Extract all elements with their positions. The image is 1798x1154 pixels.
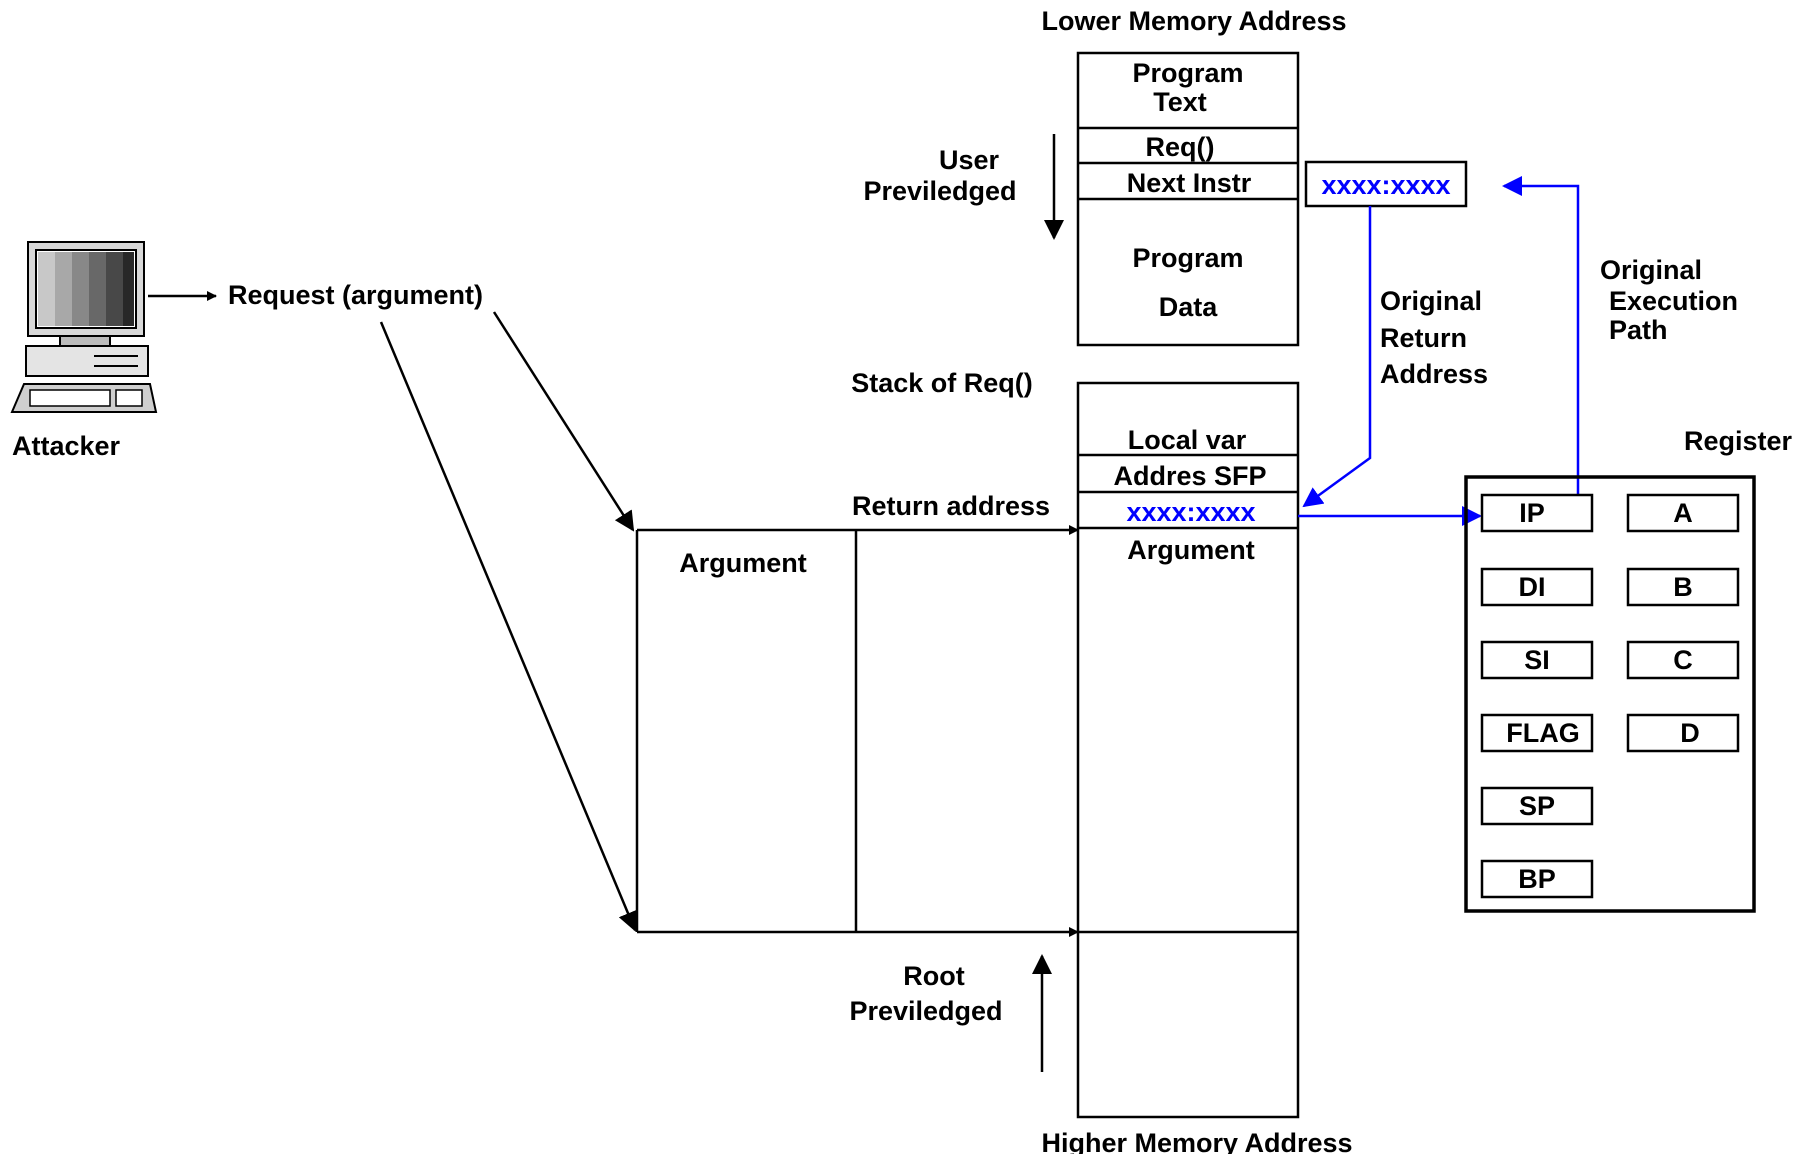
register-a (1626, 493, 1740, 533)
register-sp-label: SP (1519, 791, 1555, 821)
register-block (1464, 475, 1756, 913)
request-to-argument-top-arrow (492, 311, 635, 532)
next-instr-pointer-value: xxxx:xxxx (1321, 170, 1450, 200)
program-data-line2: Data (1159, 292, 1219, 322)
program-memory-block (1076, 51, 1300, 347)
register-ip-label: IP (1519, 498, 1545, 528)
orig-exec-line3: Path (1609, 315, 1668, 345)
next-instr-pointer-box (1304, 160, 1468, 208)
root-previledged-line2: Previledged (849, 996, 1002, 1026)
orig-return-line1: Original (1380, 286, 1482, 316)
register-d (1626, 713, 1740, 753)
register-cells: IP DI SI FLAG SP BP A B C D (1480, 493, 1740, 899)
attacker-label: Attacker (12, 431, 121, 461)
register-c (1626, 640, 1740, 680)
next-instr-label: Next Instr (1127, 168, 1252, 198)
req-label: Req() (1146, 132, 1215, 162)
register-d-label: D (1680, 718, 1700, 748)
register-di-label: DI (1519, 572, 1546, 602)
original-execution-path-arrow (1502, 176, 1580, 495)
argument-block-label: Argument (679, 548, 807, 578)
original-return-address-arrow (1302, 206, 1372, 508)
register-flag (1480, 713, 1594, 753)
program-data-line1: Program (1132, 243, 1243, 273)
user-previledged-line2: Previledged (863, 176, 1016, 206)
register-si (1480, 640, 1594, 680)
register-c-label: C (1673, 645, 1693, 675)
register-bp-label: BP (1518, 864, 1556, 894)
user-previledged-line1: User (939, 145, 1000, 175)
register-ip (1480, 493, 1594, 533)
computer-icon (10, 241, 158, 413)
stack-title: Stack of Req() (851, 368, 1033, 398)
stack-argument: Argument (1127, 535, 1255, 565)
register-di (1480, 567, 1594, 607)
request-to-argument-bottom-arrow (379, 321, 638, 932)
register-sp (1480, 786, 1594, 826)
orig-exec-line2: Execution (1609, 286, 1738, 316)
stack-addres-sfp: Addres SFP (1113, 461, 1266, 491)
register-a-label: A (1673, 498, 1693, 528)
lower-memory-address-label: Lower Memory Address (1041, 6, 1346, 36)
program-text-line2: Text (1153, 87, 1207, 117)
stack-local-var: Local var (1128, 425, 1247, 455)
return-address-label: Return address (852, 491, 1050, 521)
orig-return-line3: Address (1380, 359, 1488, 389)
request-label: Request (argument) (228, 280, 483, 310)
stack-return-value: xxxx:xxxx (1126, 497, 1255, 527)
register-title: Register (1684, 426, 1793, 456)
root-previledged-line1: Root (903, 961, 964, 991)
register-b-label: B (1673, 572, 1693, 602)
orig-return-line2: Return (1380, 323, 1467, 353)
register-si-label: SI (1524, 645, 1550, 675)
argument-block (635, 528, 858, 934)
orig-exec-line1: Original (1600, 255, 1702, 285)
register-bp (1480, 859, 1594, 899)
program-text-line1: Program (1132, 58, 1243, 88)
register-flag-label: FLAG (1506, 718, 1580, 748)
register-b (1626, 567, 1740, 607)
stack-block (1076, 381, 1300, 1119)
higher-memory-address-label: Higher Memory Address (1041, 1128, 1352, 1154)
